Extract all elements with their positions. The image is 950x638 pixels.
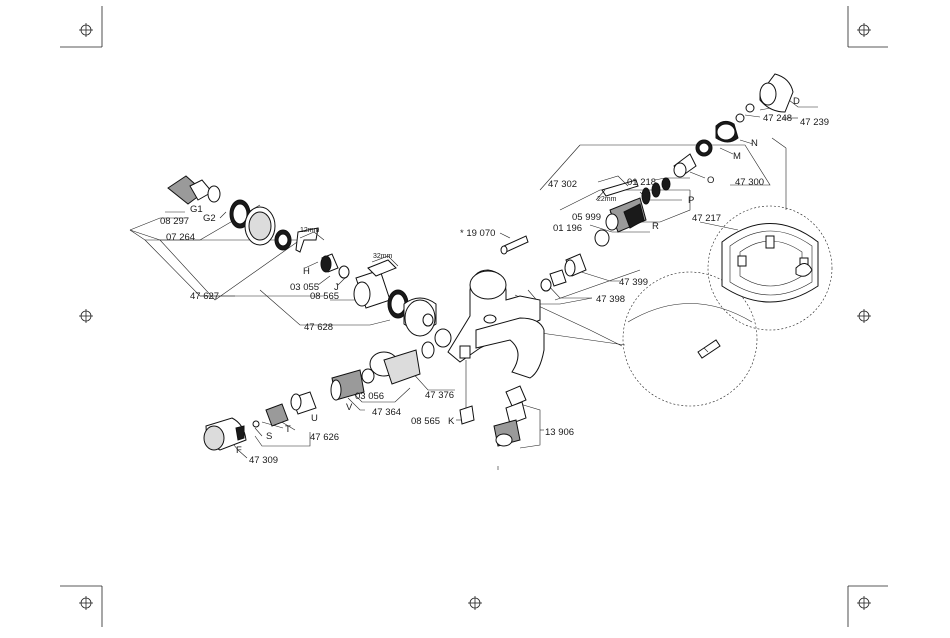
label-47-248: 47 248 [763,113,792,124]
label-08-297: 08 297 [160,216,189,227]
label-o: O [707,175,714,186]
label-47-309: 47 309 [249,455,278,466]
crop-mark-bottom-right [848,586,888,627]
mixer-body [435,270,544,378]
label-47-217: 47 217 [692,213,721,224]
label-47-376: 47 376 [425,390,454,401]
label-47-300: 47 300 [735,177,764,188]
label-47-302: 47 302 [548,179,577,190]
crop-mark-right-middle [857,309,871,323]
crop-mark-top-left [60,6,102,47]
label-g2: G2 [203,213,216,224]
label-07-264: 07 264 [166,232,195,243]
label-12mm: 12mm [300,227,320,234]
label-47-398: 47 398 [596,294,625,305]
label-f: F [236,445,242,456]
crop-mark-bottom-left [60,586,102,627]
label-01-196: 01 196 [553,223,582,234]
label-g1: G1 [190,204,203,215]
label-r: R [652,221,659,232]
label-u: U [311,413,318,424]
label-d: D [793,96,800,107]
left-inlet-parts [168,176,436,336]
label-32mm: 32mm [373,253,393,260]
label-h: H [303,266,310,277]
detail-circle-upper [708,206,832,330]
label-s: S [266,431,272,442]
label-47-364: 47 364 [372,407,401,418]
crop-mark-top-right [848,6,888,47]
label-05-999: 05 999 [572,212,601,223]
label-n: N [751,138,758,149]
label-47-239: 47 239 [800,117,829,128]
label-47-626: 47 626 [310,432,339,443]
label-47-399: 47 399 [619,277,648,288]
label-08-565-bottom: 08 565 [411,416,440,427]
label-47-628: 47 628 [304,322,333,333]
label-19-070: * 19 070 [460,228,495,239]
crop-mark-bottom-center [468,596,482,610]
label-08-565-top: 08 565 [310,291,339,302]
label-22mm: 22mm [597,196,617,203]
label-v: V [346,402,353,413]
label-03-056: 03 056 [355,391,384,402]
label-13-906: 13 906 [545,427,574,438]
label-m: M [733,151,741,162]
lower-small-parts [460,386,526,470]
label-01-218: 01 218 [627,177,656,188]
label-t: T [285,424,291,435]
label-47-627: 47 627 [190,291,219,302]
crop-mark-left-middle [79,309,93,323]
label-k: K [448,416,455,427]
check-valve-parts [541,254,586,291]
label-p: P [688,195,694,206]
